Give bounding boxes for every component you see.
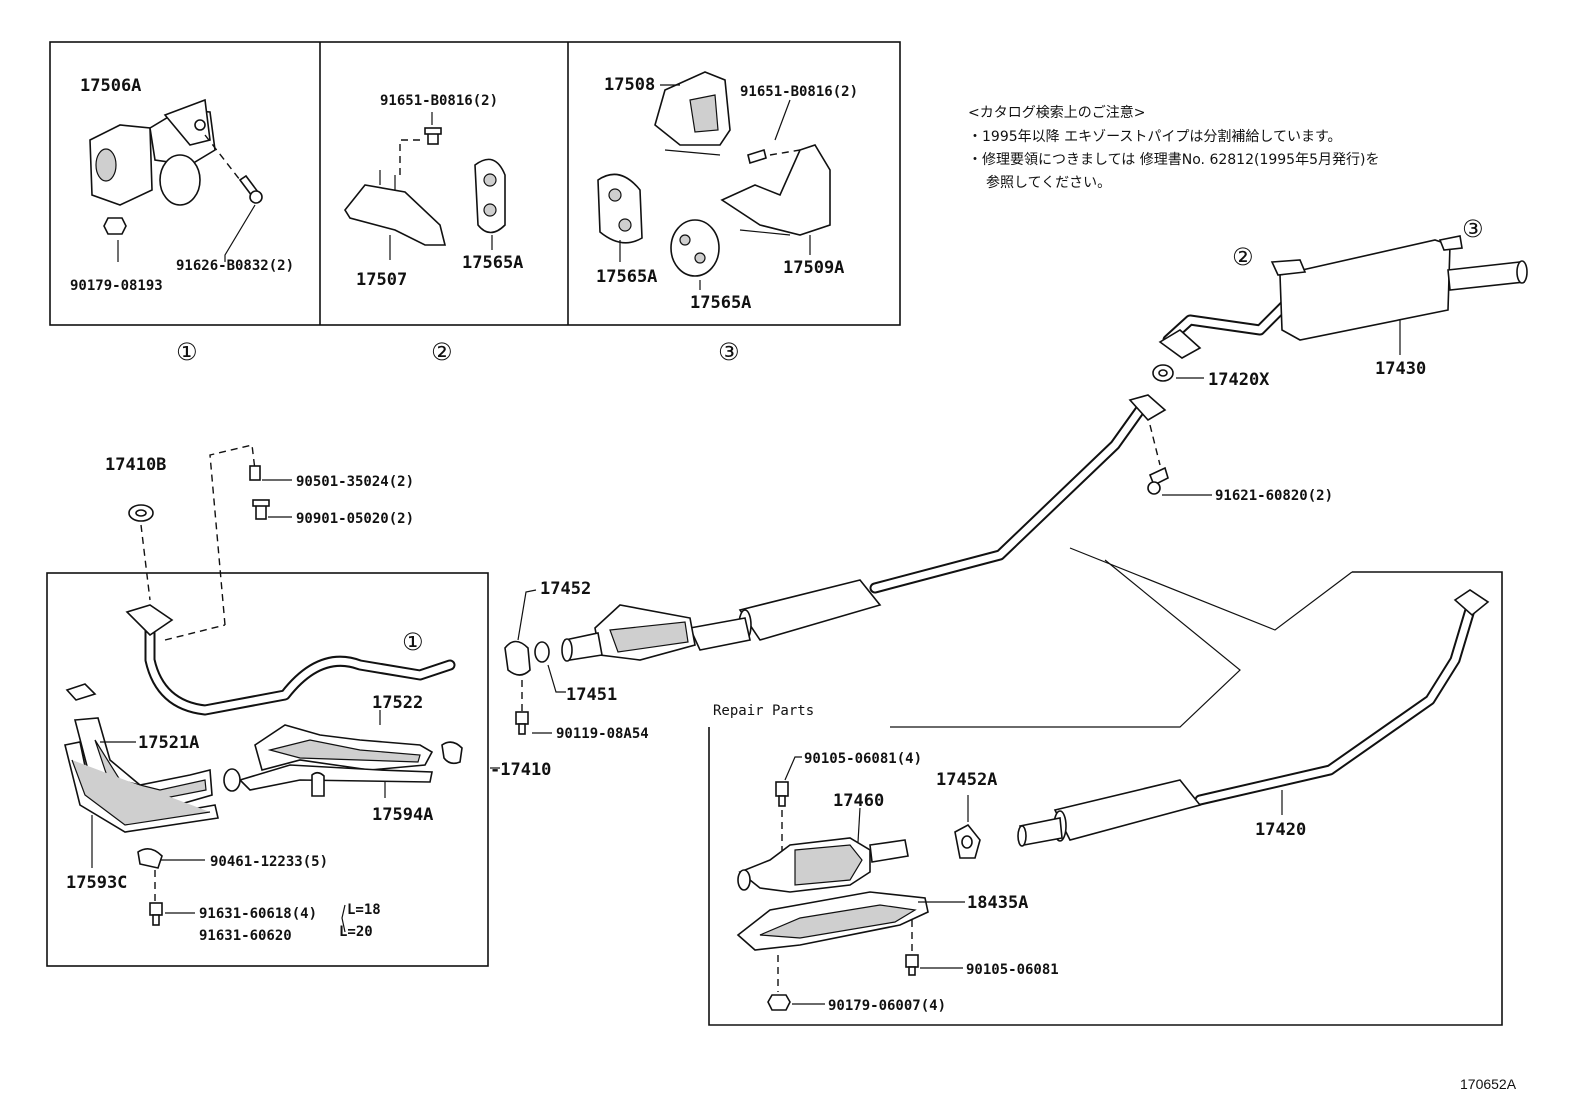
label-90105-06081: 90105-06081 xyxy=(966,962,1059,978)
clamp-icon xyxy=(65,683,97,701)
gasket-icon xyxy=(954,823,981,859)
label-17410: -17410 xyxy=(490,760,551,780)
label-L20: L=20 xyxy=(339,924,373,940)
callout-2: ② xyxy=(431,338,453,366)
label-90501-35024: 90501-35024(2) xyxy=(296,474,414,490)
part-17508-drawing xyxy=(654,71,731,156)
gasket-icon xyxy=(534,641,550,663)
notes-line-1: ・1995年以降 エキゾーストパイプは分割補給しています。 xyxy=(968,128,1342,145)
spring-icon xyxy=(249,465,261,481)
label-17565A-c: 17565A xyxy=(690,293,751,313)
part-17506A-drawing xyxy=(89,98,216,206)
label-17565A-a: 17565A xyxy=(462,253,523,273)
nut-icon xyxy=(767,994,791,1011)
label-91631-60618: 91631-60618(4) xyxy=(199,906,317,922)
label-17452A: 17452A xyxy=(936,770,997,790)
label-17410B: 17410B xyxy=(105,455,166,475)
part-17594A-drawing xyxy=(238,764,433,791)
gasket-icon xyxy=(128,504,154,522)
label-90179-08193: 90179-08193 xyxy=(70,278,163,294)
callout-1: ① xyxy=(176,338,198,366)
bolt-icon xyxy=(252,499,270,520)
clamp-icon xyxy=(137,848,163,869)
inset-panels: 17506A 90179-08193 91626-B0832(2) 91651-… xyxy=(49,41,901,366)
figure-reference: 170652A xyxy=(1460,1076,1517,1092)
label-91621-60820: 91621-60820(2) xyxy=(1215,488,1333,504)
front-pipe-frame xyxy=(46,572,489,967)
part-17460-converter-drawing xyxy=(737,837,909,893)
notes-line-3: 参照してください。 xyxy=(986,174,1111,191)
label-17420X: 17420X xyxy=(1208,370,1270,390)
label-17460: 17460 xyxy=(833,791,884,811)
repair-parts-label: Repair Parts xyxy=(713,703,814,719)
label-91626-B0832: 91626-B0832(2) xyxy=(176,258,294,274)
part-17509A-drawing xyxy=(720,144,831,236)
part-17410-front-pipe-drawing xyxy=(125,604,456,716)
part-17420-pipe-drawing xyxy=(1017,589,1490,847)
part-17565A-hanger-drawing xyxy=(597,173,643,244)
callout-3: ③ xyxy=(718,338,740,366)
clamp-icon xyxy=(504,640,531,676)
label-17594A: 17594A xyxy=(372,805,433,825)
part-17593C-drawing xyxy=(64,741,219,833)
inset-frame xyxy=(49,41,901,326)
part-17522-drawing xyxy=(254,724,434,771)
catalog-notes: <カタログ検索上のご注意> ・1995年以降 エキゾーストパイプは分割補給してい… xyxy=(968,104,1379,191)
part-17507-drawing xyxy=(344,139,447,246)
label-90119-08A54: 90119-08A54 xyxy=(556,726,649,742)
label-17507: 17507 xyxy=(356,270,407,290)
label-17420: 17420 xyxy=(1255,820,1306,840)
label-17565A-b: 17565A xyxy=(596,267,657,287)
part-17565A-hanger-drawing xyxy=(670,219,720,277)
clamp-icon xyxy=(441,741,463,765)
callout-1-pipe: ① xyxy=(402,628,424,656)
bolt-icon xyxy=(775,781,789,807)
label-17522: 17522 xyxy=(372,693,423,713)
front-pipe-upper-parts: 17410B 90501-35024(2) 90901-05020(2) xyxy=(105,444,414,626)
label-17508: 17508 xyxy=(604,75,655,95)
label-17521A: 17521A xyxy=(138,733,199,753)
label-91651-B0816-a: 91651-B0816(2) xyxy=(380,93,498,109)
callout-2-muffler: ② xyxy=(1232,243,1254,271)
part-17565A-hanger-drawing xyxy=(474,158,506,234)
label-91631-60620: 91631-60620 xyxy=(199,928,292,944)
label-18435A: 18435A xyxy=(967,893,1028,913)
repair-pointer xyxy=(1069,547,1353,631)
label-17509A: 17509A xyxy=(783,258,844,278)
repair-pointer xyxy=(890,559,1241,728)
gasket-icon xyxy=(1152,364,1174,382)
part-center-pipe-drawing xyxy=(561,394,1167,662)
label-90105-06081-4: 90105-06081(4) xyxy=(804,751,922,767)
label-90901-05020: 90901-05020(2) xyxy=(296,511,414,527)
notes-heading: <カタログ検索上のご注意> xyxy=(968,104,1145,121)
label-91651-B0816-b: 91651-B0816(2) xyxy=(740,84,858,100)
bolt-icon xyxy=(1147,424,1169,495)
part-18435A-heat-shield-drawing xyxy=(736,891,929,951)
bolt-icon xyxy=(515,711,529,735)
bolt-icon xyxy=(204,134,263,204)
clamp-icon xyxy=(311,771,325,797)
repair-parts-frame xyxy=(708,571,1503,1026)
label-90461-12233: 90461-12233(5) xyxy=(210,854,328,870)
label-L18: L=18 xyxy=(347,902,381,918)
label-17506A: 17506A xyxy=(80,76,141,96)
label-90179-06007: 90179-06007(4) xyxy=(828,998,946,1014)
callout-3-muffler: ③ xyxy=(1462,215,1484,243)
nut-icon xyxy=(103,217,127,235)
label-17593C: 17593C xyxy=(66,873,127,893)
bolt-icon xyxy=(905,954,919,976)
label-17430: 17430 xyxy=(1375,359,1426,379)
notes-line-2: ・修理要領につきましては 修理書No. 62812(1995年5月発行)を xyxy=(968,151,1379,168)
label-17452: 17452 xyxy=(540,579,591,599)
bolt-icon xyxy=(424,127,442,145)
bolt-icon xyxy=(149,902,163,926)
bolt-icon xyxy=(747,148,801,165)
part-17430-muffler-drawing xyxy=(1158,235,1528,359)
label-17451: 17451 xyxy=(566,685,617,705)
